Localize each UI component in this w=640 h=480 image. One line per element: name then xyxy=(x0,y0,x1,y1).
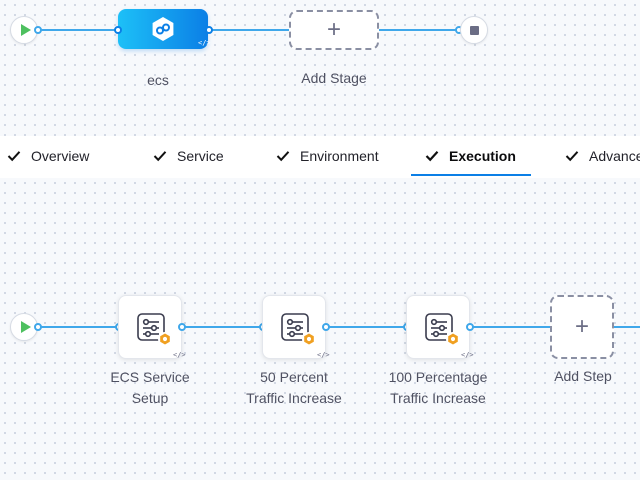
yaml-code-icon: </> xyxy=(198,39,211,47)
stop-icon xyxy=(469,25,479,35)
connector-port xyxy=(34,323,42,331)
plus-icon: + xyxy=(574,313,589,340)
tab-label: Environment xyxy=(300,148,379,164)
add-step-label: Add Step xyxy=(554,368,612,384)
connector-port xyxy=(34,26,42,34)
warning-badge-icon xyxy=(446,332,460,346)
pipeline-canvas: </> ecs + Add Stage xyxy=(0,0,640,136)
checkmark-icon xyxy=(276,150,290,162)
connector-line xyxy=(614,326,640,328)
warning-badge-icon xyxy=(302,332,316,346)
tab-overview[interactable]: Overview xyxy=(7,136,89,176)
tab-label: Overview xyxy=(31,148,90,164)
connector-port xyxy=(466,323,474,331)
connector-port xyxy=(178,323,186,331)
pipeline-start-node[interactable] xyxy=(10,16,38,44)
connector-line xyxy=(38,326,118,328)
stage-name-label: ecs xyxy=(147,72,169,88)
connector-port xyxy=(205,26,213,34)
connector-port xyxy=(114,26,122,34)
yaml-code-icon: </> xyxy=(173,351,186,359)
step-node-100-percentage-traffic-increase[interactable]: </> xyxy=(406,295,474,359)
checkmark-icon xyxy=(425,150,439,162)
add-stage-button[interactable]: + xyxy=(289,10,379,50)
step-config-icon xyxy=(137,313,165,346)
plus-icon: + xyxy=(326,16,341,43)
step-label: 100 Percentage Traffic Increase xyxy=(388,369,488,406)
checkmark-icon xyxy=(565,150,579,162)
yaml-code-icon: </> xyxy=(317,351,330,359)
execution-canvas xyxy=(0,178,640,480)
warning-badge-icon xyxy=(158,332,172,346)
stage-tabs: Overview Service Environment Execution A… xyxy=(0,136,640,178)
step-label: 50 Percent Traffic Increase xyxy=(246,369,342,406)
tab-label: Service xyxy=(177,148,224,164)
tab-label: Advanced xyxy=(589,148,640,164)
tab-environment[interactable]: Environment xyxy=(276,136,379,176)
connector-line xyxy=(470,326,550,328)
step-node-50-percent-traffic-increase[interactable]: </> xyxy=(262,295,330,359)
connector-line xyxy=(208,29,292,31)
pipeline-end-node xyxy=(460,16,488,44)
play-icon xyxy=(20,24,31,36)
stage-node-ecs[interactable]: </> xyxy=(118,9,211,49)
step-config-icon xyxy=(425,313,453,346)
connector-line xyxy=(182,326,262,328)
connector-line xyxy=(38,29,122,31)
connector-port xyxy=(322,323,330,331)
tab-service[interactable]: Service xyxy=(153,136,224,176)
connector-line xyxy=(378,29,458,31)
tab-label: Execution xyxy=(449,148,516,164)
connector-line xyxy=(326,326,406,328)
active-tab-indicator xyxy=(411,174,531,176)
tab-advanced[interactable]: Advanced xyxy=(565,136,640,176)
step-node-ecs-service-setup[interactable]: </> xyxy=(118,295,186,359)
checkmark-icon xyxy=(7,150,21,162)
tab-execution[interactable]: Execution xyxy=(425,136,516,176)
add-step-button[interactable]: + xyxy=(550,295,614,359)
step-config-icon xyxy=(281,313,309,346)
add-stage-label: Add Stage xyxy=(301,70,367,86)
yaml-code-icon: </> xyxy=(461,351,474,359)
play-icon xyxy=(20,321,31,333)
step-label: ECS Service Setup xyxy=(110,369,190,406)
ecs-cluster-icon xyxy=(150,16,176,42)
checkmark-icon xyxy=(153,150,167,162)
